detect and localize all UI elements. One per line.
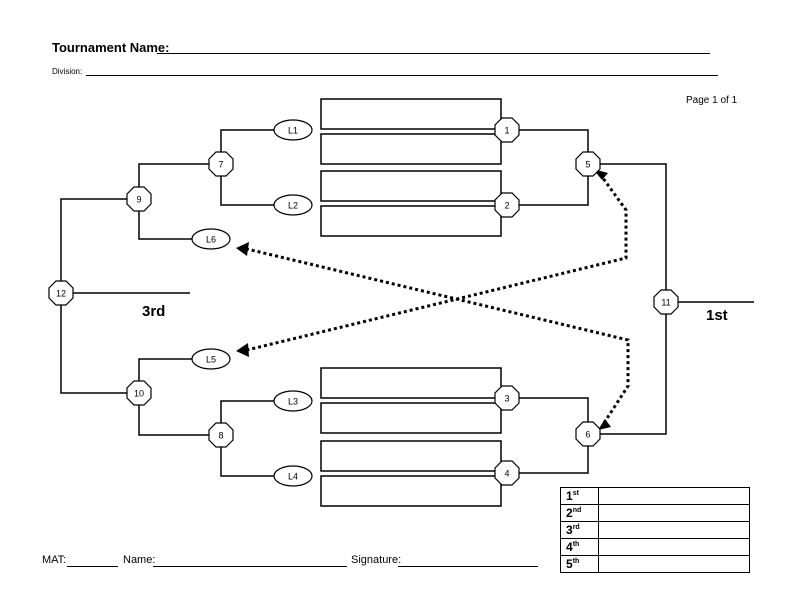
loser-slot-label: L3 [288,397,298,407]
place-label: 4th [560,538,599,556]
result-row: 5th [560,555,750,573]
place-label: 2nd [560,504,599,522]
loser-slot-label: L6 [206,235,216,245]
bout-5: 5 [575,151,601,177]
bout-12: 12 [48,280,74,306]
division-field[interactable] [86,75,718,76]
bout-10: 10 [126,380,152,406]
bout-number: 2 [504,201,509,211]
bout-number: 9 [136,195,141,205]
loser-slot-l3: L3 [273,390,313,412]
competitor-box-2b[interactable] [320,205,502,237]
result-row: 3rd [560,521,750,539]
loser-slot-l2: L2 [273,194,313,216]
bout-number: 3 [504,394,509,404]
loser-slot-l1: L1 [273,119,313,141]
bout-number: 1 [504,126,509,136]
mat-field[interactable] [67,566,118,567]
competitor-box-4a[interactable] [320,440,502,472]
competitor-box-2a[interactable] [320,170,502,202]
place-winner-field[interactable] [598,521,750,539]
mat-label: MAT: [42,554,67,566]
bout-number: 11 [661,298,670,308]
bout-number: 4 [504,469,509,479]
place-winner-field[interactable] [598,504,750,522]
bout-1: 1 [494,117,520,143]
result-row: 2nd [560,504,750,522]
competitor-box-1a[interactable] [320,98,502,130]
bout-11: 11 [653,289,679,315]
tournament-name-label: Tournament Name: [52,40,170,55]
third-place-label: 3rd [142,303,166,320]
bout-9: 9 [126,186,152,212]
division-label: Division: [52,67,83,76]
place-winner-field[interactable] [598,538,750,556]
name-label: Name: [123,554,156,566]
competitor-box-3a[interactable] [320,367,502,399]
bout-4: 4 [494,460,520,486]
bout-number: 10 [134,389,144,399]
bout-8: 8 [208,422,234,448]
competitor-box-3b[interactable] [320,402,502,434]
result-row: 4th [560,538,750,556]
loser-slot-label: L4 [288,472,298,482]
place-label: 3rd [560,521,599,539]
bout-number: 5 [585,160,590,170]
competitor-box-1b[interactable] [320,133,502,165]
bout-number: 12 [56,289,66,299]
bout-number: 6 [585,430,590,440]
page-number: Page 1 of 1 [686,95,738,106]
place-label: 1st [560,487,599,505]
loser-slot-l6: L6 [191,228,231,250]
name-field[interactable] [153,566,347,567]
loser-slot-l5: L5 [191,348,231,370]
bout-number: 8 [218,431,223,441]
bout-7: 7 [208,151,234,177]
loser-slot-label: L2 [288,201,298,211]
bout-2: 2 [494,192,520,218]
loser-slot-label: L1 [288,126,298,136]
loser-slot-l4: L4 [273,465,313,487]
place-label: 5th [560,555,599,573]
place-winner-field[interactable] [598,487,750,505]
bout-6: 6 [575,421,601,447]
tournament-name-field[interactable] [157,53,710,54]
place-winner-field[interactable] [598,555,750,573]
signature-label: Signature: [351,554,402,566]
competitor-box-4b[interactable] [320,475,502,507]
bout-3: 3 [494,385,520,411]
first-place-label: 1st [706,307,728,324]
result-row: 1st [560,487,750,505]
signature-field[interactable] [398,566,538,567]
loser-slot-label: L5 [206,355,216,365]
bout-number: 7 [218,160,223,170]
